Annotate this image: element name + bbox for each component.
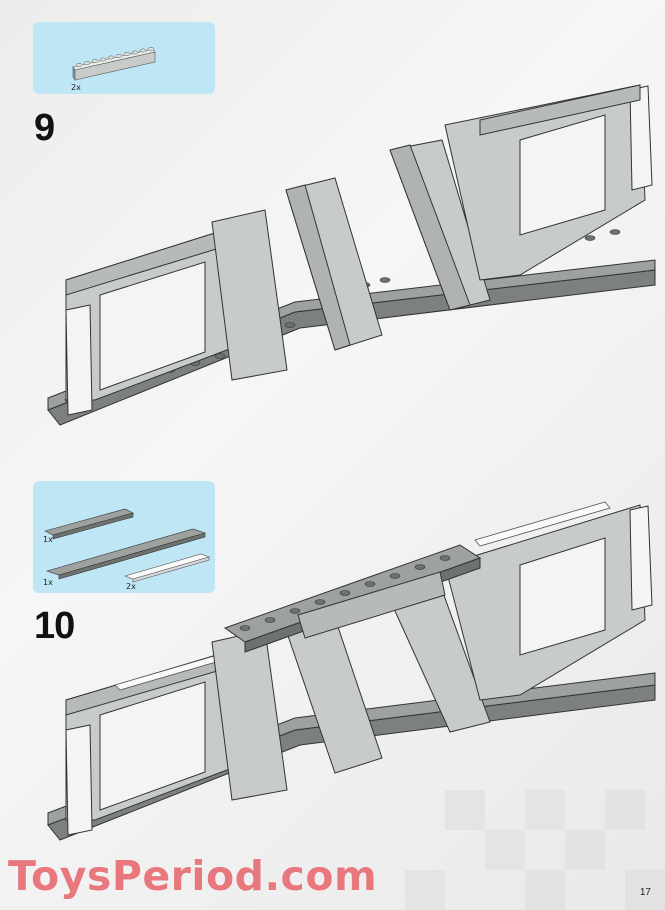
step-9-number: 9 — [34, 107, 55, 149]
background-checker-pattern — [405, 790, 665, 910]
step-9-parts-box: 2x — [33, 22, 215, 94]
page-number: 17 — [639, 887, 651, 898]
step-10-part-2-qty: 1x — [43, 578, 53, 587]
step-10-part-1-qty: 1x — [43, 535, 53, 544]
step-10-build-illustration — [47, 501, 656, 841]
step-9-part-1-qty: 2x — [71, 83, 81, 92]
step-9-build-illustration — [47, 84, 656, 426]
brick-1x10-icon — [72, 47, 156, 81]
step-10-parts-box: 1x 1x 2x — [33, 481, 215, 593]
watermark-text: ToysPeriod.com — [8, 852, 378, 900]
plates-and-tiles-icon — [44, 508, 210, 583]
step-10-number: 10 — [34, 605, 75, 647]
step-10-part-3-qty: 2x — [126, 582, 136, 591]
